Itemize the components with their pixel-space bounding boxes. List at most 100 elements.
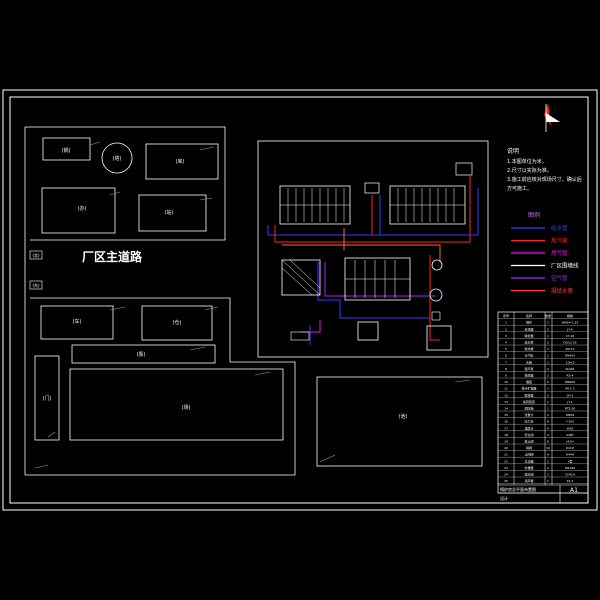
table-cell: 2	[547, 459, 549, 463]
legend-label-0: 给水管	[551, 224, 568, 232]
table-cell: PK-1.5	[565, 387, 574, 391]
table-cell: 截止阀	[524, 439, 533, 444]
table-cell: XS-1	[567, 479, 574, 483]
leader-tags	[34, 141, 471, 469]
outer-frame	[2, 89, 598, 511]
table-cell: 加药装置	[523, 399, 535, 404]
table-header-cell: 名称	[526, 313, 532, 318]
table-cell: 1	[547, 354, 549, 358]
site-boundary-bottom	[25, 297, 296, 476]
building-bottom-3-label: (泵)	[137, 352, 146, 358]
notes-line-2: 2.尺寸以实际为准。	[507, 167, 552, 174]
legend-title: 图例	[528, 211, 540, 219]
tank-right	[426, 325, 452, 351]
valve-group	[290, 331, 310, 341]
table-header-cell: 序号	[503, 313, 509, 318]
table-cell: 2	[547, 367, 549, 371]
inner-frame	[9, 96, 589, 504]
table-cell: 给水泵	[524, 340, 533, 345]
table-cell: 8	[505, 367, 507, 371]
table-cell: 排污扩容器	[521, 386, 536, 391]
table-cell: 闸阀	[526, 445, 532, 450]
table-cell: 2	[547, 321, 549, 325]
legend-label-1: 蒸汽管	[551, 237, 568, 245]
building-bottom-2	[141, 305, 213, 341]
table-cell: 8	[547, 440, 549, 444]
building-top-5-label: (站)	[165, 209, 174, 216]
building-top-1	[42, 137, 91, 161]
table-cell: JY-1	[566, 400, 572, 404]
table-cell: WSS	[567, 426, 574, 430]
table-cell: 补偿器	[524, 465, 533, 470]
table-cell: 消声器	[524, 478, 533, 483]
table-cell: J41H	[566, 440, 574, 444]
table-cell: DN400	[565, 354, 575, 358]
table-cell: 1	[547, 400, 549, 404]
table-cell: 省煤器	[524, 326, 533, 331]
table-cell: 过滤器	[524, 458, 533, 463]
building-top-3	[145, 143, 219, 180]
table-cell: 13	[504, 400, 508, 404]
table-cell: 23	[504, 466, 508, 470]
building-top-1-label: (锅)	[62, 147, 71, 154]
pipes	[267, 175, 479, 345]
notes-line-4: 方可施工。	[507, 185, 532, 192]
site-boundary-top	[25, 126, 226, 241]
table-cell: 6	[505, 354, 507, 358]
stack-box	[455, 162, 473, 176]
table-cell: 1	[547, 380, 549, 384]
building-bottom-6-label: (池)	[399, 413, 408, 420]
table-cell: 1	[547, 407, 549, 411]
table-cell: 19	[504, 440, 508, 444]
notes-line-3: 3.施工前应核对现场尺寸，确认后	[507, 176, 582, 183]
table-cell: Y-100	[566, 420, 574, 424]
table-cell: 1	[547, 347, 549, 351]
drawing-name: 锅炉房总平面布置图	[500, 486, 536, 492]
building-bottom-1	[40, 305, 114, 340]
side-tag-box-1	[29, 250, 43, 260]
boiler-right	[389, 185, 466, 225]
table-cell: 止回阀	[524, 452, 533, 457]
table-cell: 4	[505, 341, 507, 345]
table-cell: DG12-25	[563, 341, 576, 345]
table-cell: 流量计	[524, 412, 533, 417]
building-bottom-5-label: (场)	[182, 404, 191, 411]
table-cell: 2	[547, 327, 549, 331]
table-cell: 1	[547, 360, 549, 364]
table-cell: 10m3	[566, 360, 575, 364]
building-bottom-6	[316, 376, 483, 467]
table-cell: 1	[547, 413, 549, 417]
table-cell: 24	[504, 473, 508, 477]
table-cell: 16	[504, 420, 508, 424]
table-cell: Y型	[568, 458, 573, 463]
table-cell: 锅炉	[526, 320, 532, 325]
table-cell: 4	[547, 453, 549, 457]
building-top-2-label: (塔)	[113, 155, 122, 162]
boiler-room-outline	[257, 140, 489, 358]
table-cell: 1	[547, 334, 549, 338]
table-cell: 3	[505, 334, 507, 338]
table-cell: 2	[547, 466, 549, 470]
side-tag-2: (东)	[32, 282, 40, 288]
table-cell: 1	[547, 479, 549, 483]
table-cell: RS-4	[567, 374, 574, 378]
pump-1	[431, 259, 443, 271]
table-cell: ZN-10	[565, 347, 574, 351]
legend-label-5: 凝结水管	[551, 287, 574, 295]
table-header-cell: 数量	[545, 313, 551, 318]
table-cell: 1	[505, 321, 507, 325]
legend-label-4: 空气管	[551, 274, 568, 282]
table-cell: 压力表	[524, 419, 533, 424]
table-cell: 烟囱	[526, 379, 532, 384]
table-cell: 疏水阀	[524, 472, 533, 477]
building-bottom-2-label: (仓)	[173, 319, 182, 326]
table-cell: 温度计	[524, 425, 533, 430]
building-bottom-4-label: (门)	[43, 395, 52, 402]
notes-line-1: 1.本图单位为米。	[507, 158, 547, 165]
table-cell: 1	[547, 387, 549, 391]
table-cell: 25	[504, 479, 508, 483]
table-cell: 2	[547, 341, 549, 345]
table-cell: 2	[547, 473, 549, 477]
